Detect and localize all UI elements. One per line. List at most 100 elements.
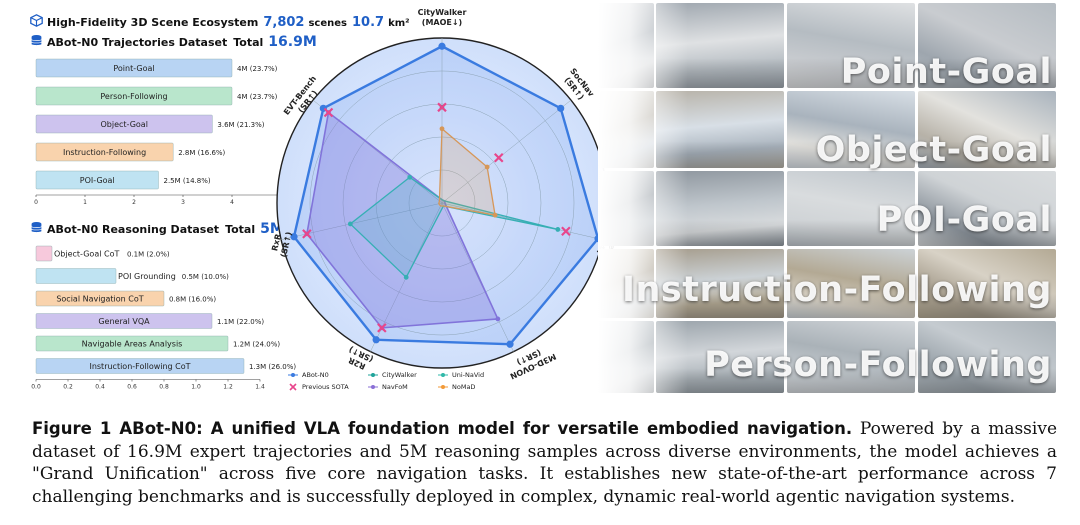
database-icon [31, 221, 42, 233]
bar-label: Object-Goal CoT [54, 250, 119, 259]
radar-series-nomad [438, 128, 496, 216]
bar-value: 4M (23.7%) [237, 65, 278, 73]
task-photo-grid [598, 3, 1056, 393]
bar-value: 4M (23.7%) [237, 93, 278, 101]
photo-tile [918, 249, 1056, 318]
photo-tile [918, 91, 1056, 168]
legend-item: NavFoM [368, 383, 408, 391]
legend-item: ABot-N0 [288, 371, 329, 379]
bar [35, 268, 117, 284]
x-tick-label: 0.2 [63, 384, 73, 391]
bar-value: 2.5M (14.8%) [164, 177, 211, 185]
x-tick-label: 1.4 [255, 384, 265, 391]
radar-point [557, 104, 565, 112]
bar-label: Point-Goal [113, 64, 154, 73]
radar-point-x [323, 107, 334, 118]
legend-label: CityWalker [382, 371, 417, 379]
radar-point [555, 227, 561, 232]
photo-tile [598, 3, 654, 88]
bar-label: Navigable Areas Analysis [82, 340, 183, 349]
bar-label: Social Navigation CoT [56, 295, 143, 304]
bar [35, 358, 245, 374]
photo-tile [656, 3, 784, 88]
photo-tile [918, 3, 1056, 88]
caption-lead: Figure 1 ABot-N0: A unified VLA foundati… [32, 419, 853, 438]
ecosystem-header: High-Fidelity 3D Scene Ecosystem 7,802 s… [30, 13, 410, 30]
reasoning-label: ABot-N0 Reasoning Dataset [47, 223, 220, 236]
axis-metric: (MAOE↓) [422, 18, 462, 27]
bar [35, 335, 229, 352]
radar-point [484, 164, 490, 170]
radar-axis-label: RxR(SR↑) [270, 231, 293, 258]
bar [35, 313, 213, 329]
bar [35, 58, 233, 78]
bar [35, 86, 233, 106]
ecosystem-area: 10.7 [351, 15, 385, 30]
caption-body: Powered by a massive dataset of 16.9M ex… [32, 419, 1058, 507]
bar [35, 245, 53, 262]
benchmark-radar-chart: CityWalker(MAOE↓)SocNav(SR↑)BridgeNav(SR… [270, 8, 622, 391]
photo-tile [787, 249, 915, 318]
bar-value: 3.6M (21.3%) [217, 121, 264, 129]
radar-point [403, 274, 409, 280]
radar-point [506, 340, 514, 348]
radar-point-x [377, 323, 387, 333]
database-icon [31, 34, 42, 46]
legend-item: NoMaD [438, 383, 475, 391]
ecosystem-label: High-Fidelity 3D Scene Ecosystem [47, 16, 259, 29]
x-tick-label: 0.6 [127, 384, 137, 391]
task-label: Object-Goal [815, 130, 1052, 170]
radar-point-x [493, 152, 504, 163]
photo-tile [656, 171, 784, 246]
radar-point [438, 42, 446, 50]
task-label: Instruction-Following [621, 270, 1052, 310]
x-tick-label: 4 [230, 199, 234, 206]
radar-point [407, 174, 413, 180]
bar-value: 1.3M (26.0%) [249, 363, 296, 371]
legend-label: NavFoM [382, 383, 408, 391]
photo-tile [656, 91, 784, 168]
photo-tile [918, 171, 1056, 246]
bar-value: 1.2M (24.0%) [233, 341, 280, 349]
task-label: POI-Goal [876, 200, 1052, 240]
photo-tile [598, 321, 654, 393]
bar-label: General VQA [98, 317, 150, 326]
axis-name: RxR [270, 233, 283, 252]
radar-series-abot-n0 [292, 45, 600, 346]
x-tick-label: 1.0 [191, 384, 201, 391]
radar-point [439, 126, 445, 132]
x-tick-label: 0.8 [159, 384, 169, 391]
bar [35, 142, 174, 162]
bar-value: 1.1M (22.0%) [217, 318, 264, 326]
photo-tile [787, 91, 915, 168]
cube-icon [30, 14, 43, 27]
task-label: Person-Following [704, 345, 1052, 385]
photo-tile [787, 171, 915, 246]
figure-caption: Figure 1 ABot-N0: A unified VLA foundati… [32, 418, 1057, 508]
reasoning-total-label: Total [225, 223, 256, 236]
legend-label: Previous SOTA [302, 383, 349, 391]
x-tick-label: 0 [34, 199, 38, 206]
photo-tile [918, 321, 1056, 393]
bar-value: 0.1M (2.0%) [127, 251, 170, 259]
bar-label: POI-Goal [80, 176, 115, 185]
radar-point-x [437, 102, 447, 113]
bar-value: 0.5M (10.0%) [182, 273, 229, 281]
bar-label: Object-Goal [100, 120, 147, 129]
bar-label: Instruction-Following CoT [89, 362, 190, 371]
legend-label: Uni-NaVid [452, 371, 484, 379]
x-tick-label: 1.2 [223, 384, 233, 391]
trajectories-total: 16.9M [268, 34, 317, 50]
photo-tile [787, 3, 915, 88]
radar-point [347, 221, 353, 227]
bar [35, 114, 213, 134]
photo-tile [598, 171, 654, 246]
ecosystem-scenes-unit: scenes [308, 18, 347, 29]
radar-series-uni-navid [349, 176, 559, 278]
photo-tile [787, 321, 915, 393]
legend-item: CityWalker [368, 371, 417, 379]
radar-point [492, 212, 498, 218]
legend-label: NoMaD [452, 383, 475, 391]
